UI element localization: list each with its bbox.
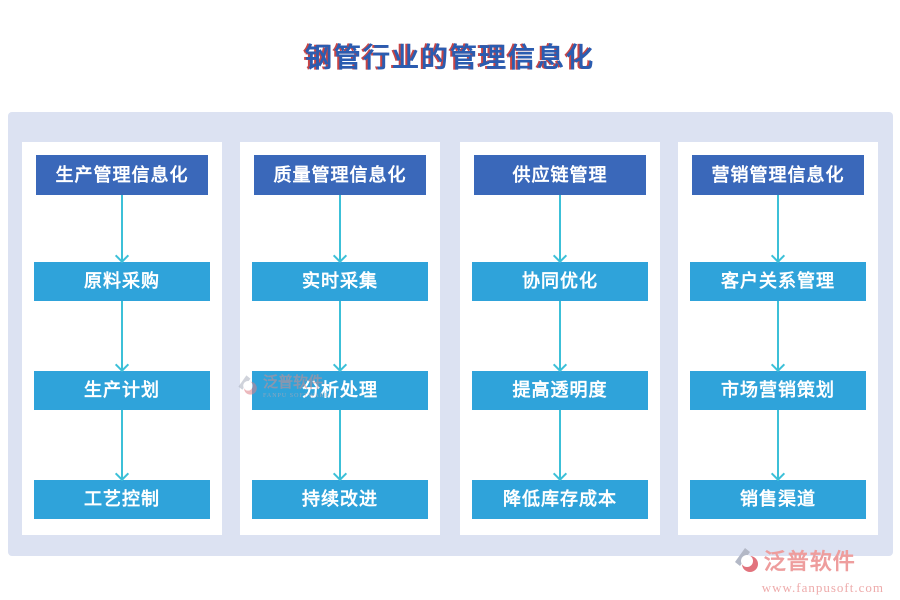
- step-box: 协同优化: [472, 262, 648, 301]
- step-box: 实时采集: [252, 262, 428, 301]
- arrow-down-icon: [339, 410, 341, 480]
- arrow-down-icon: [777, 301, 779, 371]
- diagram-panel: 生产管理信息化 原料采购 生产计划 工艺控制 质量管理信息化 实时采集 分析处理…: [8, 112, 893, 556]
- watermark-name: 泛普软件: [263, 375, 324, 391]
- step-box: 提高透明度: [472, 371, 648, 410]
- arrow-down-icon: [339, 195, 341, 262]
- step-box: 原料采购: [34, 262, 210, 301]
- arrow-down-icon: [777, 410, 779, 480]
- logo-url: www.fanpusoft.com: [761, 580, 884, 595]
- column-header: 营销管理信息化: [692, 155, 864, 195]
- fanpu-logo-icon: [236, 373, 260, 402]
- step-box: 市场营销策划: [690, 371, 866, 410]
- column-quality: 质量管理信息化 实时采集 分析处理 持续改进: [240, 142, 440, 535]
- step-box: 降低库存成本: [472, 480, 648, 519]
- step-box: 客户关系管理: [690, 262, 866, 301]
- column-header: 生产管理信息化: [36, 155, 208, 195]
- watermark-subtext: FANPU SOFTWARE: [263, 393, 330, 399]
- arrow-down-icon: [777, 195, 779, 262]
- fanpu-logo: 泛普软件 www.fanpusoft.com: [732, 545, 884, 594]
- arrow-down-icon: [121, 410, 123, 480]
- step-box: 分析处理: [252, 371, 428, 410]
- arrow-down-icon: [559, 195, 561, 262]
- column-marketing: 营销管理信息化 客户关系管理 市场营销策划 销售渠道: [678, 142, 878, 535]
- page-title: 钢管行业的管理信息化: [305, 43, 595, 73]
- column-supply-chain: 供应链管理 协同优化 提高透明度 降低库存成本: [460, 142, 660, 535]
- column-header: 质量管理信息化: [254, 155, 426, 195]
- step-box: 销售渠道: [690, 480, 866, 519]
- logo-name: 泛普软件: [763, 549, 856, 574]
- step-box: 持续改进: [252, 480, 428, 519]
- arrow-down-icon: [559, 410, 561, 480]
- fanpu-logo-icon: [732, 545, 762, 579]
- step-box: 生产计划: [34, 371, 210, 410]
- arrow-down-icon: [559, 301, 561, 371]
- step-box: 工艺控制: [34, 480, 210, 519]
- column-production: 生产管理信息化 原料采购 生产计划 工艺控制: [22, 142, 222, 535]
- column-header: 供应链管理: [474, 155, 646, 195]
- arrow-down-icon: [121, 195, 123, 262]
- watermark: 泛普软件 FANPU SOFTWARE: [236, 373, 329, 402]
- arrow-down-icon: [339, 301, 341, 371]
- arrow-down-icon: [121, 301, 123, 371]
